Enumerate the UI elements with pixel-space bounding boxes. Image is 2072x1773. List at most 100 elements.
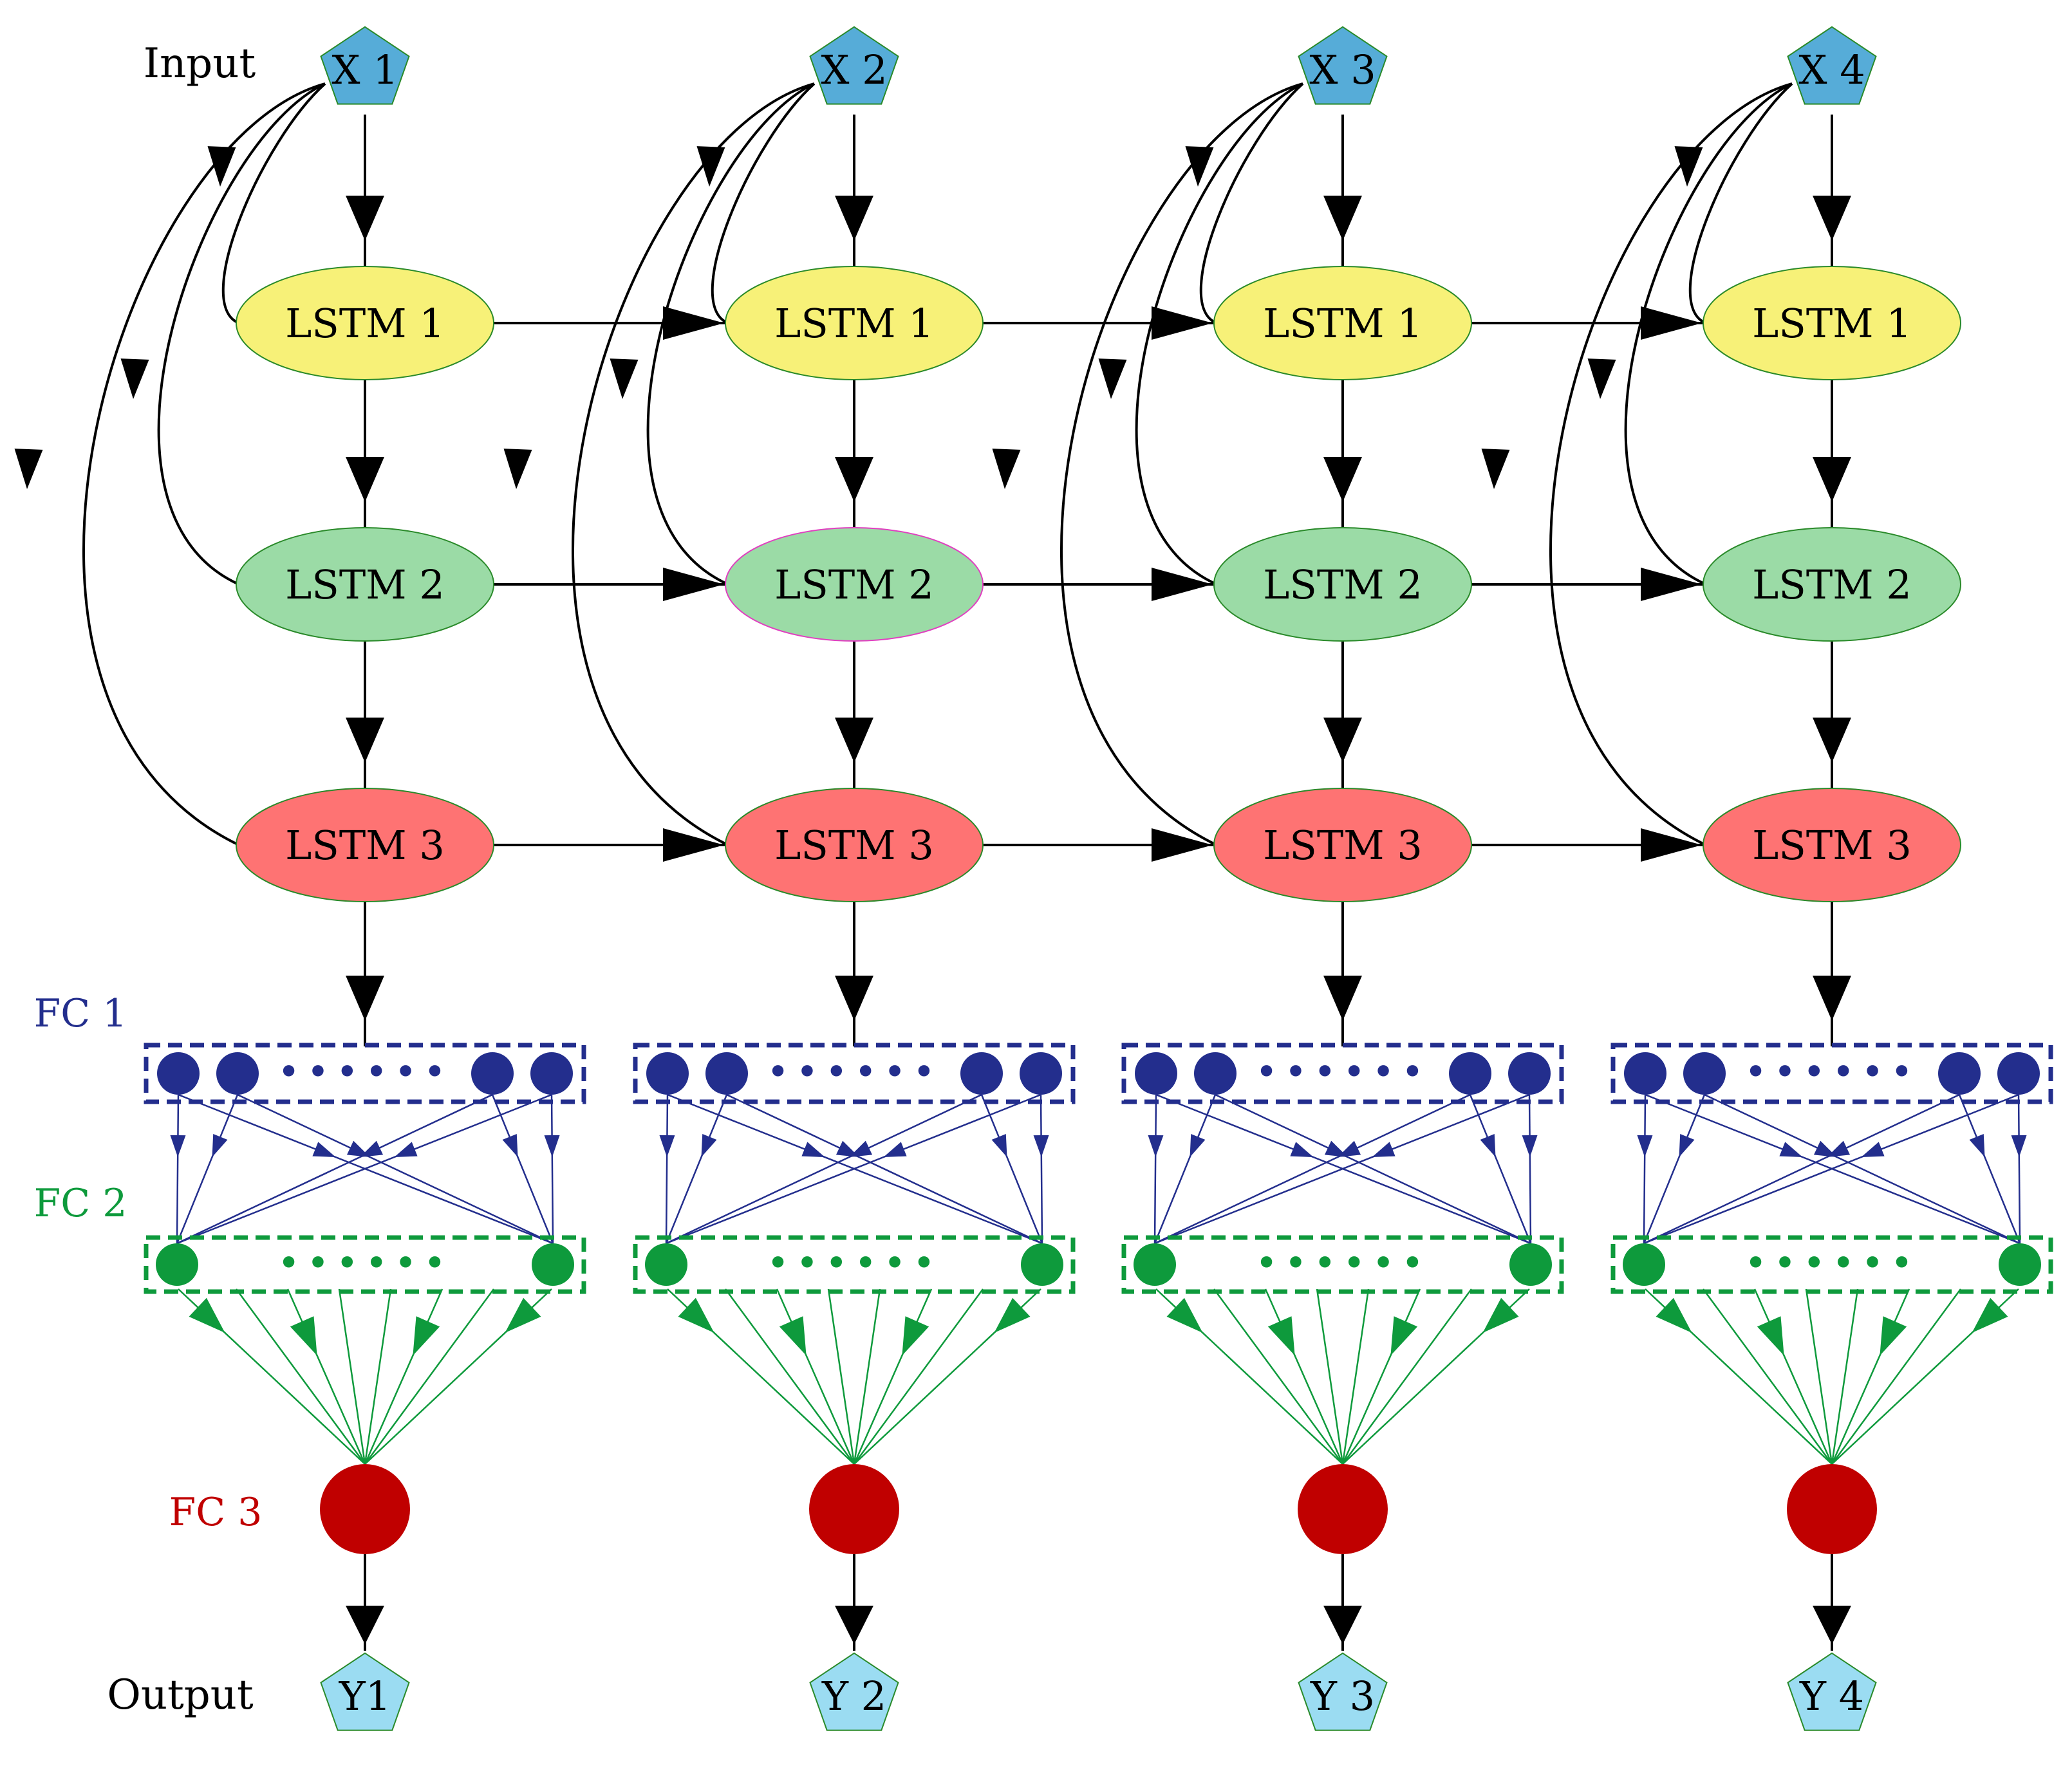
skip-connection-arrowhead — [992, 449, 1021, 489]
lstm-node — [725, 266, 984, 380]
fc1-fc2-arrowhead — [1779, 1142, 1803, 1158]
fc1-fc2-edge — [176, 1093, 552, 1245]
skip-connection-edge — [82, 82, 326, 846]
fc2-fc3-edge — [1316, 1288, 1344, 1465]
fc2-neuron — [1134, 1243, 1176, 1286]
fc2-ellipsis: •••••• — [277, 1241, 453, 1286]
output-node — [809, 1652, 899, 1731]
fc1-fc2-arrowhead — [1480, 1134, 1496, 1158]
fc1-neuron — [1508, 1052, 1551, 1095]
input-node — [320, 26, 410, 105]
fc1-ellipsis: •••••• — [1255, 1050, 1430, 1095]
lstm-node-label: LSTM 3 — [285, 822, 445, 869]
input-node-label: X 2 — [821, 46, 887, 93]
output-node — [1787, 1652, 1877, 1731]
fc1-fc2-arrowhead — [1190, 1134, 1206, 1158]
fc1-neuron — [471, 1052, 514, 1095]
recurrent-edge-arrowhead — [1641, 306, 1702, 340]
fc2-neuron — [1623, 1243, 1665, 1286]
vertical-edge-arrowhead — [1323, 718, 1362, 763]
skip-connection-edge — [1135, 82, 1303, 586]
fc1-fc2-edge — [1153, 1094, 1157, 1244]
skip-connection-arrowhead — [503, 449, 532, 489]
fc2-fc3-arrowhead — [678, 1297, 714, 1333]
lstm-node — [1213, 266, 1472, 380]
vertical-edge-arrowhead — [835, 196, 873, 241]
fc1-fc2-arrowhead — [170, 1135, 186, 1158]
input-node-label: X 4 — [1798, 46, 1865, 93]
fc1-fc2-edge — [666, 1093, 982, 1245]
fc1-fc2-arrowhead — [1827, 1140, 1851, 1158]
skip-connection-edge — [1688, 82, 1793, 324]
fc2-neuron — [645, 1243, 687, 1286]
fc1-neuron — [1997, 1052, 2040, 1095]
fc1-ellipsis: •••••• — [767, 1050, 942, 1095]
output-node-label: Y 2 — [821, 1673, 886, 1720]
lstm-node-label: LSTM 1 — [1263, 300, 1423, 347]
fc2-layer-box — [1610, 1235, 2053, 1294]
fc1-fc2-edge — [1469, 1094, 1532, 1244]
fc2-fc3-edge — [853, 1288, 933, 1465]
output-node-label: Y 4 — [1799, 1673, 1864, 1720]
fc2-fc3-edge — [724, 1288, 855, 1465]
skip-connection-arrowhead — [1587, 358, 1616, 399]
fc2-fc3-arrowhead — [413, 1316, 440, 1356]
skip-connection-edge — [1624, 82, 1793, 586]
fc2-fc3-arrowhead — [1482, 1297, 1519, 1333]
fc2-ellipsis: •••••• — [1744, 1241, 1919, 1286]
fc1-fc2-arrowhead — [394, 1142, 418, 1158]
output-row-label: Output — [107, 1671, 254, 1719]
fc1-fc2-arrowhead — [544, 1135, 560, 1158]
output-edge-arrowhead — [346, 1606, 384, 1644]
fc2-fc3-edge — [1341, 1288, 1370, 1465]
fc1-neuron — [157, 1052, 200, 1095]
fc2-fc3-arrowhead — [290, 1316, 317, 1356]
skip-connection-edge — [1549, 82, 1793, 846]
lstm-node-label: LSTM 3 — [1263, 822, 1423, 869]
fc1-ellipsis: •••••• — [1744, 1050, 1919, 1095]
fc3-neuron — [809, 1464, 899, 1554]
fc2-layer-box — [1121, 1235, 1564, 1294]
fc1-fc2-arrowhead — [883, 1142, 907, 1158]
output-node-label: Y1 — [339, 1673, 391, 1720]
fc1-fc2-arrowhead — [212, 1134, 228, 1158]
vertical-edge-arrowhead — [1323, 976, 1362, 1021]
fc1-fc2-arrowhead — [2011, 1135, 2027, 1158]
fc2-fc3-edge — [235, 1288, 366, 1465]
fc1-fc2-edge — [176, 1093, 493, 1245]
fc2-fc3-edge — [827, 1288, 855, 1465]
fc1-fc2-edge — [1528, 1094, 1532, 1244]
fc1-neuron — [1020, 1052, 1062, 1095]
recurrent-edge-arrowhead — [1152, 306, 1213, 340]
fc1-fc2-edge — [2017, 1094, 2021, 1244]
fc1-neuron — [960, 1052, 1003, 1095]
skip-connection-edge — [1199, 82, 1304, 324]
fc1-fc2-arrowhead — [360, 1140, 384, 1158]
fc2-fc3-arrowhead — [779, 1316, 807, 1356]
lstm-node — [725, 788, 984, 902]
fc2-neuron — [532, 1243, 574, 1286]
fc2-fc3-arrowhead — [1267, 1316, 1295, 1356]
skip-connection-edge — [1059, 82, 1303, 846]
fc2-fc3-edge — [1702, 1288, 1833, 1465]
fc2-fc3-edge — [853, 1288, 984, 1465]
fc1-neuron — [1194, 1052, 1237, 1095]
fc1-fc2-arrowhead — [801, 1142, 825, 1158]
lstm-node-label: LSTM 2 — [1752, 561, 1912, 608]
fc1-neuron — [1683, 1052, 1726, 1095]
lstm-node-label: LSTM 2 — [285, 561, 445, 608]
lstm-node — [725, 527, 984, 642]
fc2-ellipsis: •••••• — [1255, 1241, 1430, 1286]
fc1-fc2-edge — [176, 1094, 180, 1244]
fc1-fc2-arrowhead — [1033, 1135, 1049, 1158]
fc2-fc3-arrowhead — [902, 1316, 929, 1356]
fc1-fc2-edge — [666, 1093, 1041, 1245]
fc1-fc2-edge — [176, 1094, 239, 1244]
skip-connection-arrowhead — [1185, 146, 1214, 187]
fc1-fc2-arrowhead — [991, 1134, 1007, 1158]
fc1-label: FC 1 — [34, 991, 127, 1036]
fc1-neuron — [1624, 1052, 1666, 1095]
vertical-edge-arrowhead — [1813, 196, 1851, 241]
fc2-fc3-edge — [1831, 1288, 1859, 1465]
fc3-neuron — [1298, 1464, 1388, 1554]
